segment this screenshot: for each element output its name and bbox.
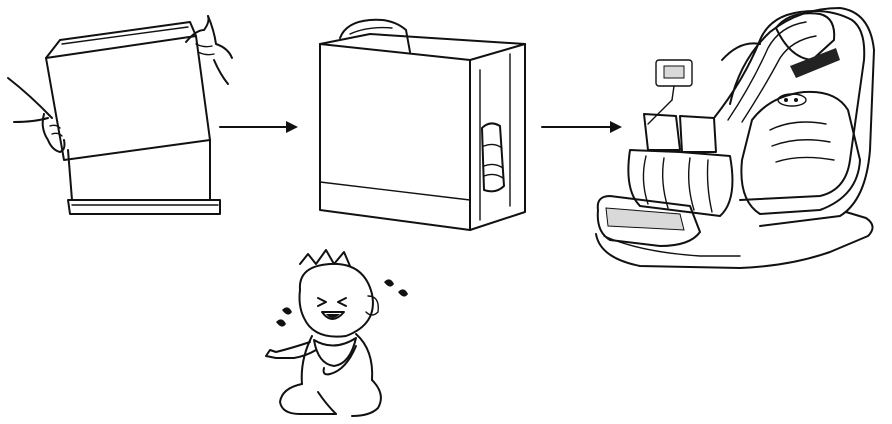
arrow-1 <box>219 121 298 133</box>
hands-lifting-box-icon <box>7 15 233 215</box>
arrow-2 <box>541 121 622 133</box>
box-with-chair-inside-icon <box>319 18 526 231</box>
crying-baby-icon <box>265 249 408 417</box>
massage-chair-icon <box>595 7 875 269</box>
